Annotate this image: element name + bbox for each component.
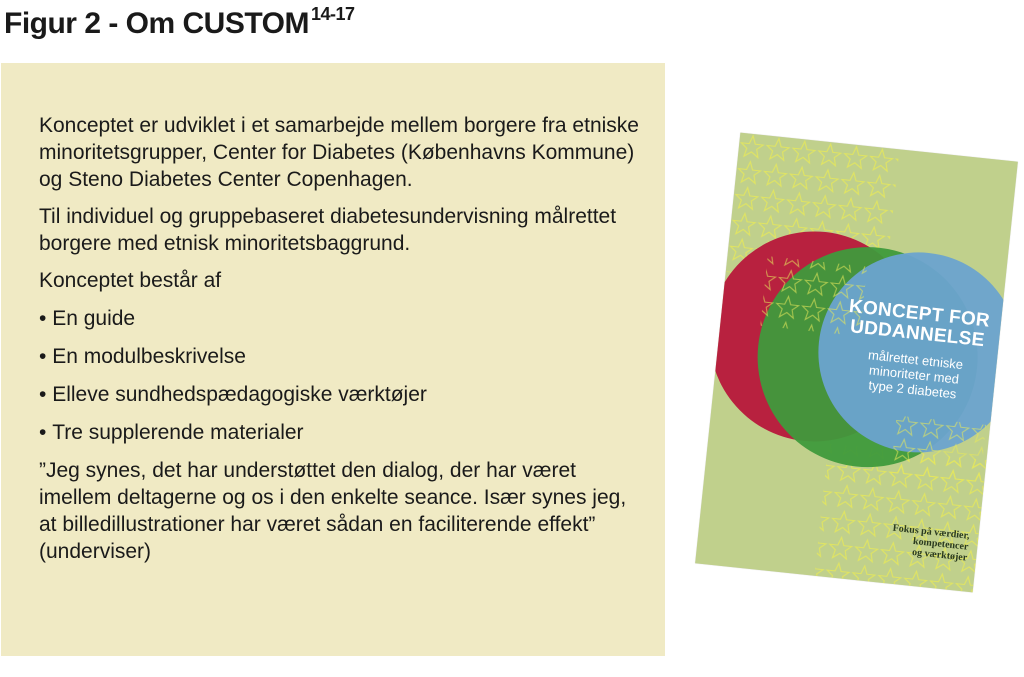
- pattern-overlay: [760, 256, 868, 337]
- cover-graphic: [709, 132, 1018, 593]
- list-intro: Konceptet består af: [39, 269, 222, 292]
- booklet-cover-image: KONCEPT FOR UDDANNELSE målrettet etniske…: [695, 130, 1024, 593]
- list-item: Elleve sundhedspædagogiske værktøjer: [39, 381, 649, 408]
- list-item: En modulbeskrivelse: [39, 343, 649, 370]
- pattern-overlay: [890, 415, 987, 485]
- figure-title-text: Figur 2 - Om CUSTOM: [4, 7, 309, 40]
- paragraph-development: Konceptet er udviklet i et samarbejde me…: [39, 114, 639, 191]
- paragraph-target-group: Til individuel og gruppebaseret diabetes…: [39, 205, 617, 255]
- list-item: Tre supplerende materialer: [39, 419, 649, 446]
- info-panel: Konceptet er udviklet i et samarbejde me…: [1, 63, 665, 656]
- list-item: En guide: [39, 305, 649, 332]
- teacher-quote: ”Jeg synes, det har understøttet den dia…: [39, 459, 627, 563]
- figure-title-reference: 14-17: [310, 4, 355, 24]
- blue-circle: [818, 252, 1018, 453]
- panel-content: Konceptet er udviklet i et samarbejde me…: [39, 112, 649, 575]
- booklet-cover: KONCEPT FOR UDDANNELSE målrettet etniske…: [695, 132, 1018, 593]
- component-list: En guide En modulbeskrivelse Elleve sund…: [39, 305, 649, 446]
